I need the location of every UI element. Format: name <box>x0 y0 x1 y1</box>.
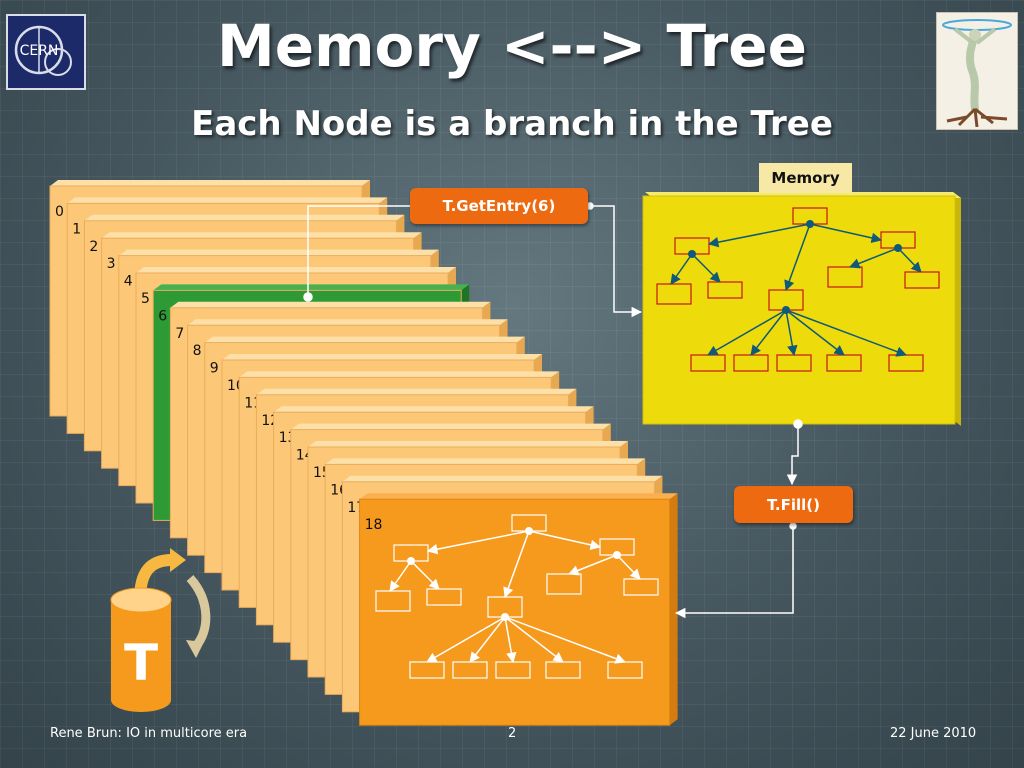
entry-label-0: 0 <box>55 204 64 220</box>
tree-node <box>452 661 488 679</box>
tree-node <box>826 354 862 372</box>
connector-getentry-to-memory <box>590 205 643 318</box>
entry-label-9: 9 <box>210 361 219 377</box>
entry-label-3: 3 <box>107 256 116 272</box>
tree-node <box>607 661 643 679</box>
tree-node <box>827 266 863 288</box>
tree-node <box>426 588 462 606</box>
cern-logo-graphic: CERN <box>14 25 72 76</box>
corner-figure-image <box>936 12 1018 130</box>
tree-cylinder: T <box>110 587 172 712</box>
entry-label-8: 8 <box>193 343 202 359</box>
entry-page-18: 18 <box>359 493 678 726</box>
tree-node <box>545 661 581 679</box>
cern-logo-text: CERN <box>20 43 59 59</box>
tree-node <box>733 354 769 372</box>
tree-node <box>690 354 726 372</box>
tree-node <box>623 578 659 596</box>
cern-logo: CERN <box>6 14 86 90</box>
entry-label-6: 6 <box>158 308 167 324</box>
slide-title: Memory <--> Tree <box>217 12 807 80</box>
connectors <box>303 202 803 619</box>
tree-node <box>776 354 812 372</box>
entry-label-1: 1 <box>72 221 81 237</box>
page-tree <box>375 514 659 679</box>
footer-author: Rene Brun: IO in multicore era <box>50 726 248 741</box>
footer-page-number: 2 <box>508 726 517 741</box>
arrow-read-head-icon <box>186 640 204 658</box>
entry-label-2: 2 <box>89 239 98 255</box>
entry-label-7: 7 <box>175 326 184 342</box>
tree-node <box>546 573 582 595</box>
connector-entry-to-getentry <box>307 205 410 297</box>
memory-tree <box>656 207 940 372</box>
tree-cylinder-label: T <box>124 634 158 692</box>
connector-memory-to-fill <box>786 424 799 486</box>
entry-label-5: 5 <box>141 291 150 307</box>
tree-node <box>409 661 445 679</box>
tree-node <box>656 283 692 305</box>
footer-date: 22 June 2010 <box>890 726 977 741</box>
arrow-write-head-icon <box>170 548 186 572</box>
tree-node <box>707 281 743 299</box>
tree-node <box>375 590 411 612</box>
tree-node <box>495 661 531 679</box>
tree-node <box>904 271 940 289</box>
tree-node <box>888 354 924 372</box>
fill-bubble: T.Fill() <box>734 486 853 523</box>
entry-label-4: 4 <box>124 274 133 290</box>
slide-subtitle: Each Node is a branch in the Tree <box>191 104 833 144</box>
connector-dot-entry <box>303 292 313 302</box>
arrow-read-icon <box>186 574 211 649</box>
getentry-bubble: T.GetEntry(6) <box>410 188 588 224</box>
connector-dot-fill <box>789 522 797 530</box>
connector-dot-memory <box>793 419 803 429</box>
entry-label-18: 18 <box>365 517 383 533</box>
connector-fill-to-page <box>674 524 794 619</box>
memory-label: Memory <box>759 163 852 193</box>
